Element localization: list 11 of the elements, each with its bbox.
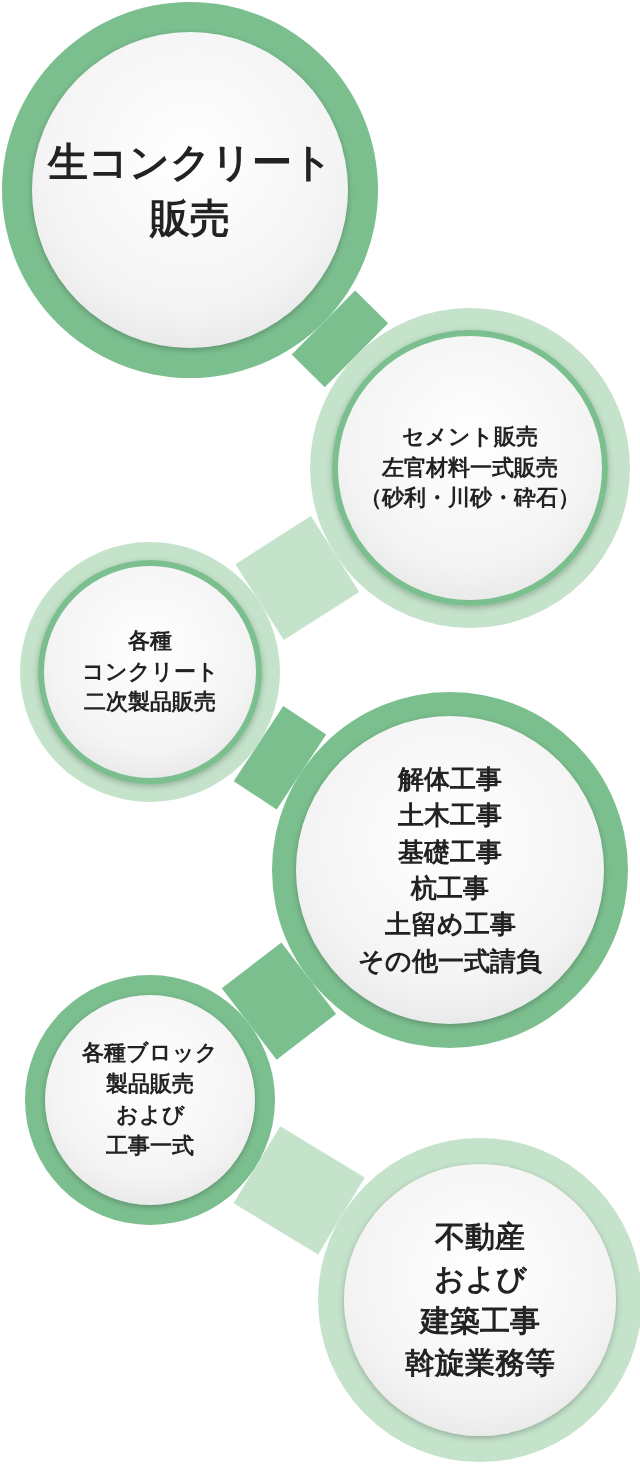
- node-label: 解体工事土木工事基礎工事杭工事土留め工事その他一式請負: [358, 762, 542, 978]
- node-label: 各種コンクリート二次製品販売: [81, 626, 219, 717]
- connector-band: [291, 290, 389, 388]
- node-label: セメント販売左官材料一式販売（砂利・川砂・砕石）: [360, 422, 580, 513]
- connector-band: [221, 942, 337, 1060]
- connector-band: [233, 706, 327, 810]
- node-label: 不動産および建築工事斡旋業務等: [405, 1218, 555, 1382]
- connector-band: [235, 516, 360, 641]
- node-label: 生コンクリート販売: [47, 138, 333, 243]
- connector-band: [233, 1126, 365, 1255]
- node-label: 各種ブロック製品販売および工事一式: [82, 1039, 218, 1160]
